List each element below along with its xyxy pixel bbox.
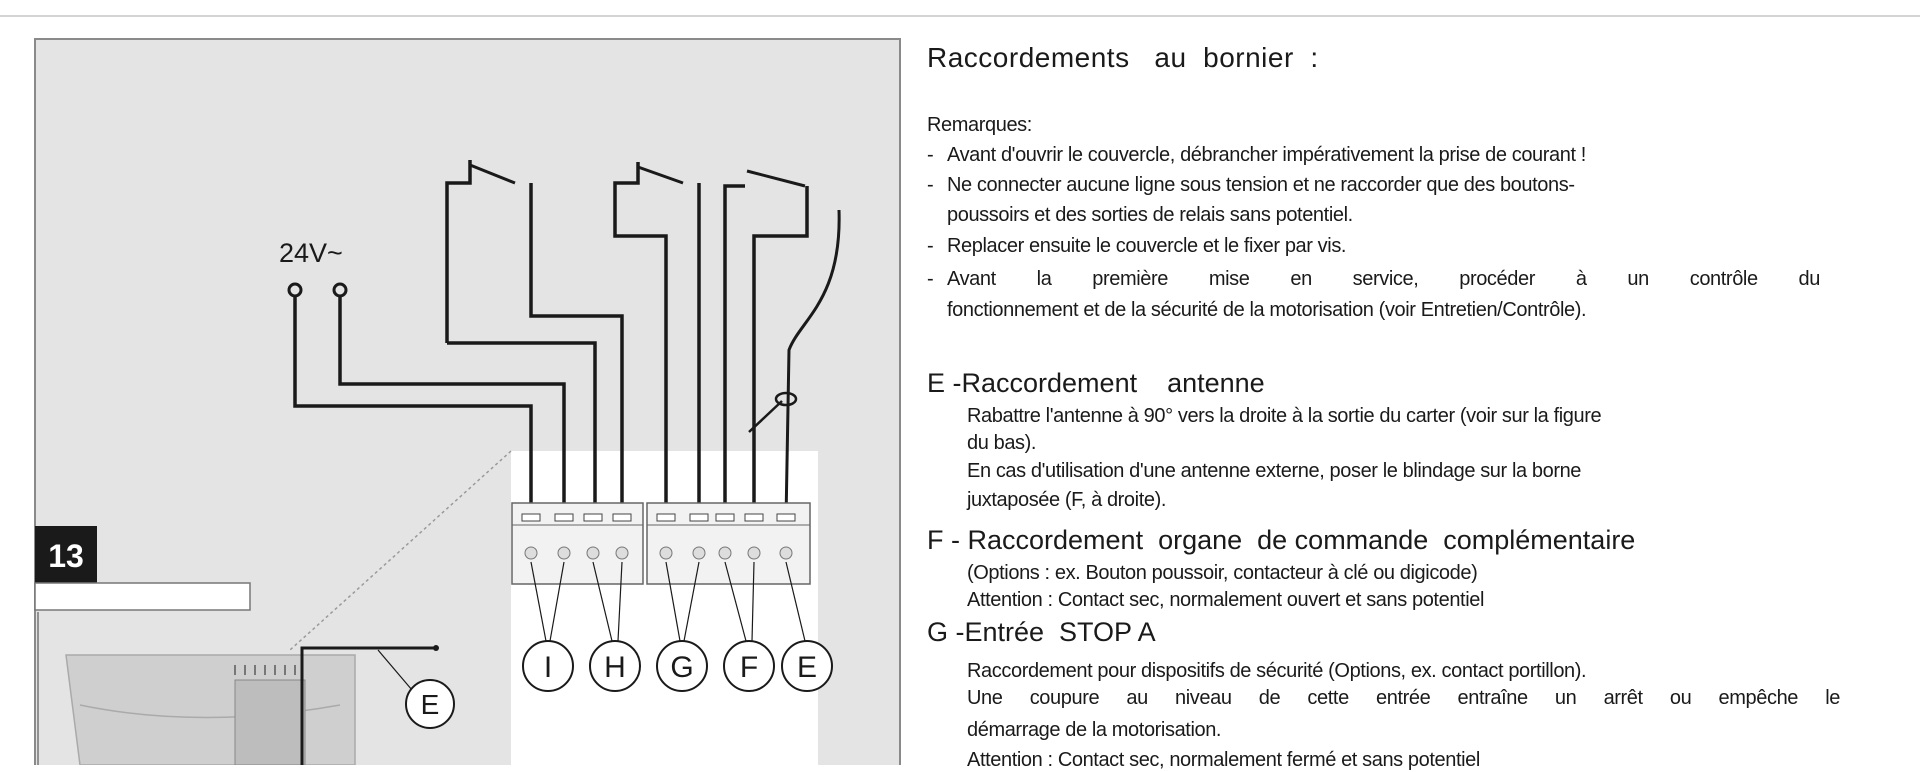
terminal-screws: [521, 513, 796, 560]
page-top-rule: [0, 15, 1920, 17]
section-f-line: (Options : ex. Bouton poussoir, contacte…: [967, 562, 1478, 584]
terminal-label: I: [544, 651, 552, 684]
terminal-slot: [521, 513, 541, 522]
motor-housing: [65, 654, 356, 765]
terminal-slot: [715, 513, 735, 522]
terminal-leaders: [530, 561, 806, 642]
terminal-screw: [586, 546, 600, 560]
remark-item: -Avant d'ouvrir le couvercle, débrancher…: [927, 144, 1586, 166]
terminal-label: G: [670, 651, 693, 684]
section-e-line: juxtaposée (F, à droite).: [967, 489, 1166, 511]
shield-wire: [748, 400, 783, 433]
section-e-line: En cas d'utilisation d'une antenne exter…: [967, 460, 1582, 482]
switch1-right: [529, 183, 624, 520]
switch1-left: [445, 160, 472, 343]
section-e-heading: E -Raccordement antenne: [927, 368, 1265, 398]
switch3-left: [723, 184, 745, 520]
terminal-label: E: [797, 651, 817, 684]
switch1-return: [447, 341, 597, 520]
remark-item: -Replacer ensuite le couvercle et le fix…: [927, 235, 1347, 257]
label-circle-e-lower: E: [405, 679, 455, 729]
voltage-label: 24V~: [279, 238, 343, 268]
remark-item-cont: fonctionnement et de la sécurité de la m…: [947, 299, 1587, 321]
antenna-wire-lower: [300, 646, 435, 765]
terminal-screw: [718, 546, 732, 560]
antenna-shield-loop: [774, 391, 798, 407]
remarks-heading: Remarques:: [927, 114, 1032, 136]
terminal-slot: [554, 513, 574, 522]
section-g-line: Une coupure au niveau de cette entrée en…: [967, 687, 1840, 709]
terminal-slot: [689, 513, 709, 522]
switch2-contact: [637, 165, 684, 185]
label-circle-h: H: [589, 640, 641, 692]
terminal-screw: [747, 546, 761, 560]
terminal-slot: [612, 513, 632, 522]
svg-text:E: E: [421, 689, 440, 720]
terminal-label: F: [740, 651, 758, 684]
wire-supply-1: [293, 296, 533, 520]
section-e-line: Rabattre l'antenne à 90° vers la droite …: [967, 405, 1602, 427]
label-circle-g: G: [656, 640, 708, 692]
remark-item: -Ne connecter aucune ligne sous tension …: [927, 174, 1575, 196]
section-title: Raccordements au bornier :: [927, 42, 1319, 73]
terminal-slot: [583, 513, 603, 522]
terminal-label: H: [604, 651, 626, 684]
wire-supply-2: [338, 296, 566, 520]
terminal-screw: [615, 546, 629, 560]
wires: [287, 160, 841, 521]
figure-number-box: [35, 526, 97, 583]
label-circle-f: F: [723, 640, 775, 692]
switch1-contact: [469, 163, 516, 185]
switch3-contact: [746, 169, 806, 188]
section-g-line: démarrage de la motorisation.: [967, 719, 1222, 741]
white-bar: [34, 582, 251, 611]
antenna-wire: [784, 209, 841, 521]
wiring-diagram: 13 E 24V~: [34, 38, 901, 765]
remark-item-cont: poussoirs et des sorties de relais sans …: [947, 204, 1353, 226]
terminal-screw: [557, 546, 571, 560]
terminal-screw: [524, 546, 538, 560]
section-g-heading: G -Entrée STOP A: [927, 617, 1156, 647]
figure-number: 13: [48, 538, 84, 574]
section-f-line: Attention : Contact sec, normalement ouv…: [967, 589, 1485, 611]
switch3-right: [752, 186, 809, 432]
terminal-slot: [776, 513, 796, 522]
switch2-left: [613, 162, 668, 520]
label-circle-i: I: [522, 640, 574, 692]
terminal-slot: [656, 513, 676, 522]
terminal-screw: [779, 546, 793, 560]
section-g-line: Raccordement pour dispositifs de sécurit…: [967, 660, 1587, 682]
section-f-heading: F - Raccordement organe de commande comp…: [927, 525, 1636, 555]
section-e-line: du bas).: [967, 432, 1037, 454]
section-g-line: Attention : Contact sec, normalement fer…: [967, 749, 1480, 771]
terminal-screw: [692, 546, 706, 560]
remark-item: -Avant la première mise en service, proc…: [927, 268, 1820, 290]
terminal-slot: [744, 513, 764, 522]
label-circle-e: E: [781, 640, 833, 692]
terminal-screw: [659, 546, 673, 560]
zoom-leader-line: [289, 450, 512, 651]
